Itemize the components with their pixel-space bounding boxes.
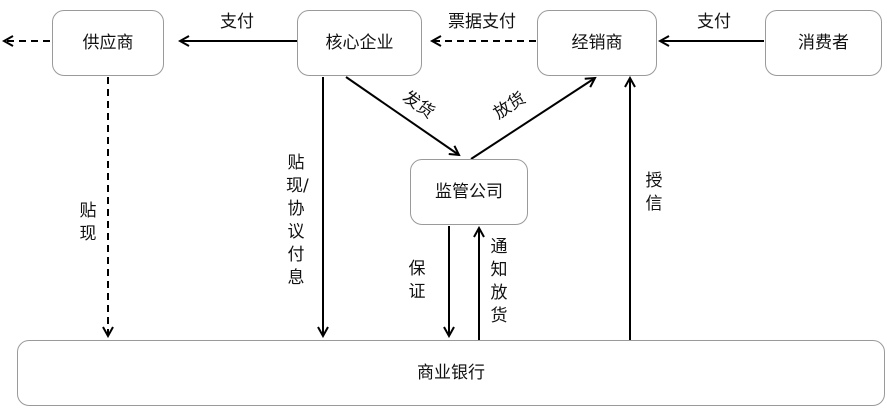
bank-node: 商业银行 [17,340,885,406]
distributor-to-core-edge-label: 票据支付 [448,12,516,32]
supplier-label: 供应商 [82,32,134,53]
distributor-label: 经销商 [571,32,623,53]
core-to-supervisor-arrow [345,76,459,155]
supplier-to-bank-edge-label: 贴 现 [79,201,97,244]
bank-to-distributor-edge-label: 授 信 [645,171,663,214]
consumer-label: 消费者 [798,32,849,53]
bank-to-supervisor-edge-label: 通 知 放 货 [490,237,508,326]
supervisor-to-bank-edge-label: 保 证 [408,259,426,302]
core-enterprise-label: 核心企业 [325,32,394,53]
supplier-node: 供应商 [52,10,164,76]
distributor-node: 经销商 [537,10,657,76]
supervisor-label: 监管公司 [435,181,503,202]
supervisor-to-distributor-arrow [470,78,595,160]
core-to-bank-edge-label: 贴 现/ 协 议 付 息 [286,153,309,288]
bank-label: 商业银行 [417,362,485,383]
core-to-supplier-edge-label: 支付 [220,12,254,32]
consumer-node: 消费者 [765,10,882,76]
core-enterprise-node: 核心企业 [297,10,422,76]
supervisor-node: 监管公司 [410,159,528,225]
consumer-to-distributor-edge-label: 支付 [697,12,731,32]
